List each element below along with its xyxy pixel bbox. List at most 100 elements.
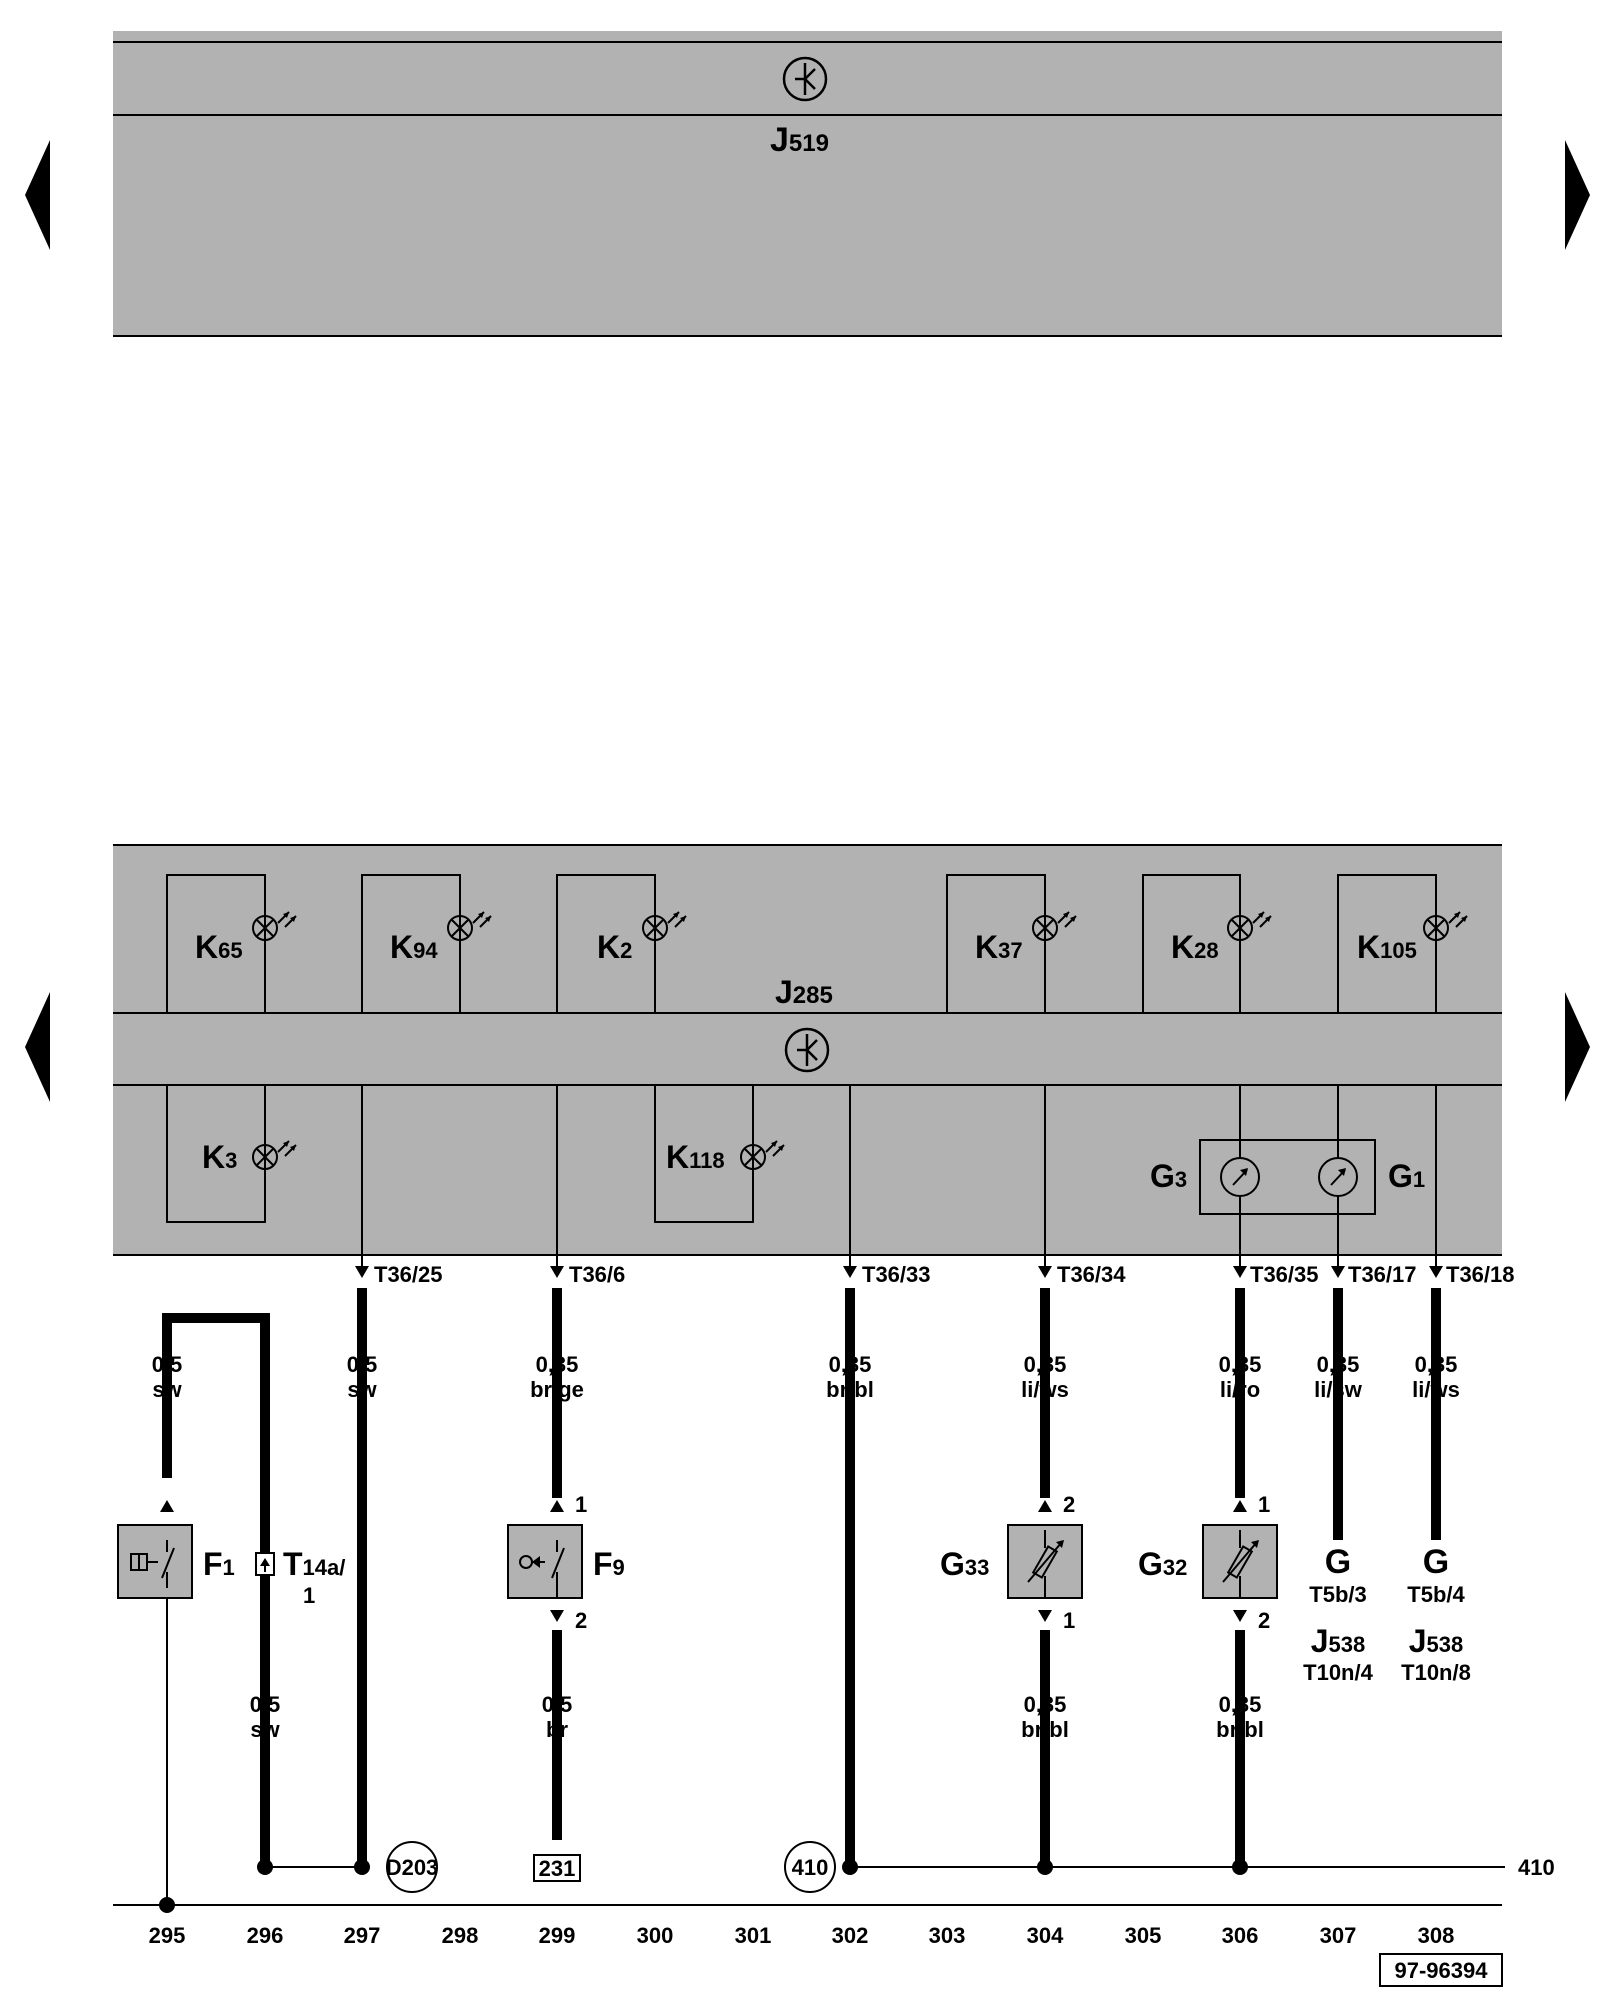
svg-text:K105: K105 xyxy=(1357,929,1417,965)
wire-size-label: 0,35 xyxy=(1219,1352,1262,1377)
track-number: 306 xyxy=(1222,1923,1259,1948)
track-number: 304 xyxy=(1027,1923,1064,1948)
track-number: 307 xyxy=(1320,1923,1357,1948)
ground-point-410: 410 xyxy=(784,1841,836,1893)
svg-text:T5b/4: T5b/4 xyxy=(1407,1582,1465,1607)
svg-text:K37: K37 xyxy=(975,929,1023,965)
svg-text:K94: K94 xyxy=(390,929,438,965)
control-unit-j519: J519 xyxy=(113,31,1502,337)
warning-lamp-k105: K105 xyxy=(1337,874,1468,1013)
track-number: 299 xyxy=(539,1923,576,1948)
svg-text:T10n/4: T10n/4 xyxy=(1303,1660,1373,1685)
wire-size-label: 0,5 xyxy=(347,1352,378,1377)
connector-label: T36/25 xyxy=(374,1262,443,1287)
connector-t14a: T14a/ 1 xyxy=(255,1546,345,1608)
svg-text:G33: G33 xyxy=(940,1546,989,1582)
switch-f9: 1 2 F9 xyxy=(507,1492,625,1633)
wire-size-label: 0,35 xyxy=(1024,1692,1067,1717)
svg-text:G32: G32 xyxy=(1138,1546,1187,1582)
sender-g32: 1 2 G32 xyxy=(1138,1492,1278,1633)
wire-color-label: sw xyxy=(152,1377,182,1402)
wire-color-label: li/sw xyxy=(1314,1377,1363,1402)
drawing-number: 97-96394 xyxy=(1379,1953,1503,1987)
warning-lamp-k2: K2 xyxy=(556,874,687,1013)
svg-text:K65: K65 xyxy=(195,929,243,965)
track-number: 297 xyxy=(344,1923,381,1948)
prev-page-arrow-icon[interactable] xyxy=(25,992,50,1102)
track-number: 300 xyxy=(637,1923,674,1948)
warning-lamp-k3: K3 xyxy=(166,1085,297,1223)
wire-size-label: 0,35 xyxy=(1317,1352,1360,1377)
wire-size-label: 0,35 xyxy=(1415,1352,1458,1377)
reference-box-231: 231 xyxy=(533,1854,581,1882)
sender-g33: 2 1 G33 xyxy=(940,1492,1083,1633)
wire-size-label: 0,35 xyxy=(1024,1352,1067,1377)
electronic-symbol-icon xyxy=(782,56,828,102)
track-number: 298 xyxy=(442,1923,479,1948)
connector-label: T36/34 xyxy=(1057,1262,1126,1287)
warning-lamp-k65: K65 xyxy=(166,874,297,1013)
connector-label: T36/33 xyxy=(862,1262,931,1287)
wire-color-label: li/ws xyxy=(1021,1377,1069,1402)
connector-label: T36/6 xyxy=(569,1262,625,1287)
svg-text:G: G xyxy=(1325,1543,1351,1581)
svg-text:1: 1 xyxy=(1063,1608,1075,1633)
svg-text:T14a/: T14a/ xyxy=(283,1546,345,1582)
wire-color-label: br/bl xyxy=(1216,1717,1264,1742)
svg-text:2: 2 xyxy=(1063,1492,1075,1517)
track-number: 302 xyxy=(832,1923,869,1948)
warning-lamp-k37: K37 xyxy=(946,874,1077,1013)
wire-size-label: 0,5 xyxy=(152,1352,183,1377)
svg-text:F1: F1 xyxy=(203,1546,235,1582)
svg-text:J538: J538 xyxy=(1409,1623,1464,1659)
wire-color-label: li/ro xyxy=(1220,1377,1260,1402)
svg-text:97-96394: 97-96394 xyxy=(1395,1958,1489,1983)
wire-color-label: br/bl xyxy=(1021,1717,1069,1742)
wire-size-label: 0,5 xyxy=(250,1692,281,1717)
wire-size-label: 0,5 xyxy=(542,1692,573,1717)
wire-color-label: li/ws xyxy=(1412,1377,1460,1402)
svg-text:K3: K3 xyxy=(202,1139,237,1175)
warning-lamp-k28: K28 xyxy=(1142,874,1272,1013)
gauge-ref-307: G T5b/3 J538 T10n/4 xyxy=(1303,1543,1373,1685)
svg-text:G1: G1 xyxy=(1388,1158,1425,1194)
track-number: 296 xyxy=(247,1923,284,1948)
wire-size-label: 0,35 xyxy=(829,1352,872,1377)
track-number: 308 xyxy=(1418,1923,1455,1948)
svg-text:G3: G3 xyxy=(1150,1158,1187,1194)
connector-label: T36/18 xyxy=(1446,1262,1515,1287)
track-number: 301 xyxy=(735,1923,772,1948)
svg-text:2: 2 xyxy=(575,1608,587,1633)
gauge-ref-308: G T5b/4 J538 T10n/8 xyxy=(1401,1543,1471,1685)
warning-lamp-k94: K94 xyxy=(361,874,492,1013)
continuation-label: 410 xyxy=(1518,1855,1555,1880)
connector-labels: T36/25 T36/6 T36/33 T36/34 T36/35 T36/17… xyxy=(355,1255,1515,1287)
connector-label: T36/17 xyxy=(1348,1262,1417,1287)
electronic-symbol-icon xyxy=(784,1027,830,1073)
ground-point-d203: D203 xyxy=(386,1841,438,1893)
wire-color-label: br/bl xyxy=(826,1377,874,1402)
svg-text:K2: K2 xyxy=(597,929,632,965)
wire-color-label: sw xyxy=(347,1377,377,1402)
svg-text:T10n/8: T10n/8 xyxy=(1401,1660,1471,1685)
control-unit-j285: J285 K65 K94 K2 K37 xyxy=(113,844,1502,1256)
track-numbers: 295 296 297 298 299 300 301 302 303 304 … xyxy=(149,1923,1455,1948)
wire-color-label: br/ge xyxy=(530,1377,584,1402)
wire-color-label: br xyxy=(546,1717,568,1742)
wire-labels: 0,5 sw 0,5 sw 0,35 br/ge 0,35 br/bl 0,35… xyxy=(152,1352,1460,1742)
wiring xyxy=(113,1288,1505,1913)
svg-text:K118: K118 xyxy=(666,1139,725,1175)
next-page-arrow-icon[interactable] xyxy=(1565,140,1590,250)
prev-page-arrow-icon[interactable] xyxy=(25,140,50,250)
next-page-arrow-icon[interactable] xyxy=(1565,992,1590,1102)
svg-text:1: 1 xyxy=(1258,1492,1270,1517)
track-number: 303 xyxy=(929,1923,966,1948)
wire-size-label: 0,35 xyxy=(536,1352,579,1377)
svg-text:1: 1 xyxy=(303,1583,315,1608)
j519-label: J519 xyxy=(770,121,829,159)
svg-text:F9: F9 xyxy=(593,1546,625,1582)
j285-label: J285 xyxy=(775,974,833,1010)
svg-text:410: 410 xyxy=(792,1855,829,1880)
track-number: 295 xyxy=(149,1923,186,1948)
